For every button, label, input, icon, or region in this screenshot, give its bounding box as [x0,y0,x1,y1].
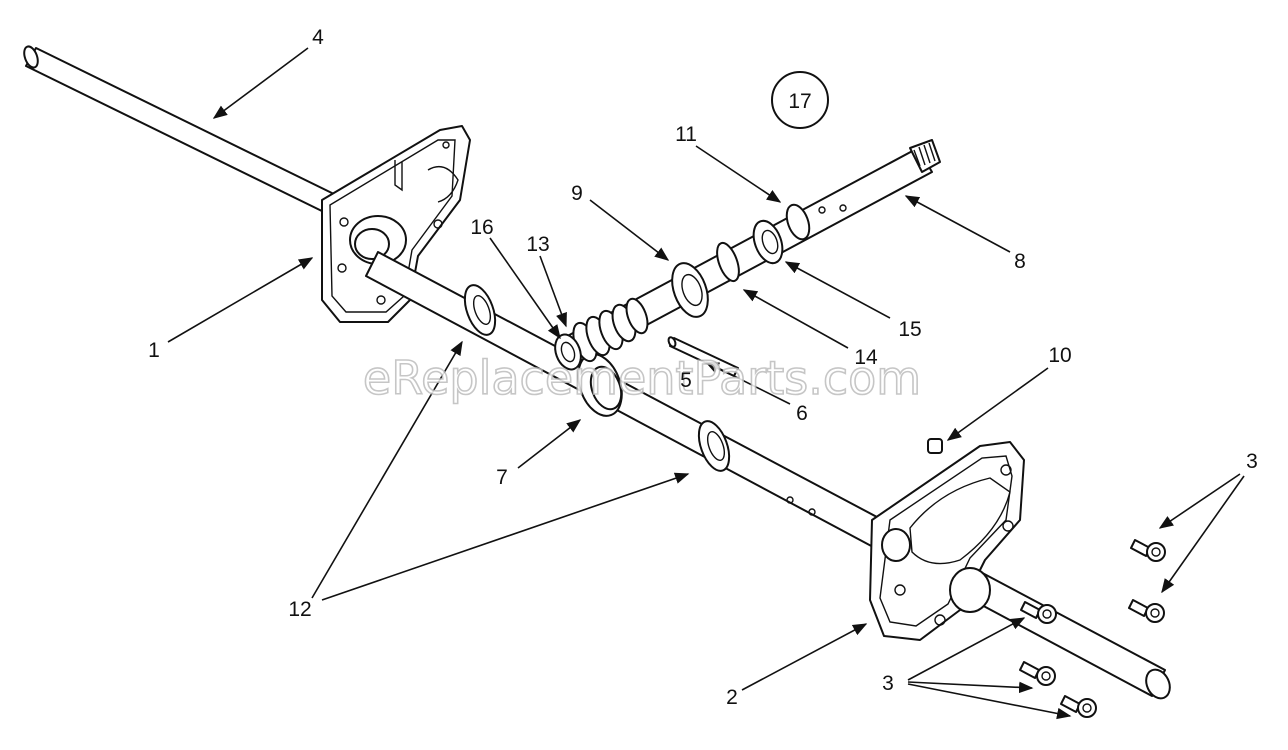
right-housing [869,441,1025,641]
bearing-part-9 [671,262,709,318]
worm-threads [572,297,649,363]
part-label-1: 1 [148,339,160,362]
part-label-5: 5 [680,369,692,392]
part-label-14: 14 [854,346,878,369]
part-label-12: 12 [288,598,311,621]
callout-17: 17 [771,71,829,129]
washer-part-14 [716,241,740,283]
thrust-washer-left [463,284,497,336]
leader-lines [167,47,1245,720]
bearing-part-15 [752,219,784,265]
part-label-15: 15 [898,318,921,341]
part-label-16: 16 [470,216,493,239]
bearing-part-16 [554,333,582,371]
bolt [1128,599,1165,623]
callout-17-label: 17 [788,90,811,113]
part-label-3-right: 3 [1246,450,1258,473]
part-label-4: 4 [312,26,324,49]
bolt [1019,661,1056,686]
bolt [1060,695,1097,718]
part-label-8: 8 [1014,250,1026,273]
part-label-7: 7 [496,466,508,489]
bolt [1020,601,1057,624]
part-label-9: 9 [571,182,583,205]
axle-shaft-upper [23,45,339,215]
part-label-3-bottom: 3 [882,672,894,695]
thrust-washer-right [697,420,731,472]
ring-part-11 [785,203,811,241]
part-label-10: 10 [1048,344,1071,367]
part-label-13: 13 [526,233,549,256]
bolt [1130,539,1166,562]
part-label-6: 6 [796,402,808,425]
watermark-text: eReplacementParts.com [363,351,921,405]
part-label-11: 11 [675,123,697,146]
worm-gear [577,353,623,417]
left-housing-plate [321,125,471,323]
part-label-2: 2 [726,686,738,709]
grease-fitting [927,438,943,454]
